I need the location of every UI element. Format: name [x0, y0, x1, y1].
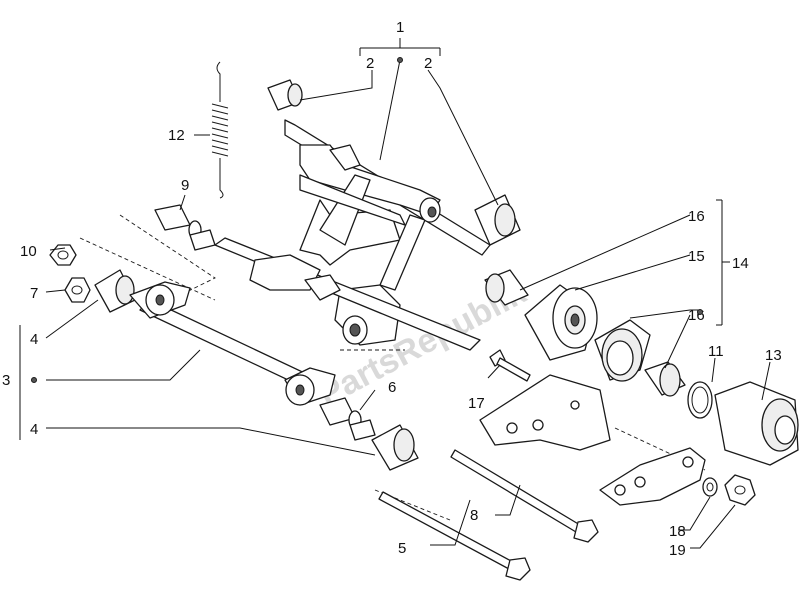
- callout-1: 1: [396, 19, 404, 36]
- assembly-dot-3: [31, 377, 37, 383]
- callout-19: 19: [669, 542, 686, 559]
- part-circlip: [687, 381, 713, 419]
- callout-16-upper: 16: [688, 208, 705, 225]
- part-washer-18: [702, 477, 718, 497]
- part-roller-cap: [714, 381, 799, 466]
- part-bushing-upper-right: [474, 194, 521, 246]
- callout-4-lower: 4: [30, 421, 38, 438]
- callout-6: 6: [388, 379, 396, 396]
- part-spring: [211, 61, 229, 199]
- part-long-bolt-8: [450, 449, 599, 543]
- part-nut-10: [49, 244, 77, 266]
- callout-2-left: 2: [366, 55, 374, 72]
- callout-2-right: 2: [424, 55, 432, 72]
- assembly-dot-1: [397, 57, 403, 63]
- part-nut-19: [724, 474, 756, 506]
- part-pin-lower: [319, 397, 376, 441]
- part-swinging-arm: [214, 119, 491, 351]
- callout-3: 3: [2, 372, 10, 389]
- callout-4-upper: 4: [30, 331, 38, 348]
- callout-15: 15: [688, 248, 705, 265]
- callout-17: 17: [468, 395, 485, 412]
- callout-14: 14: [732, 255, 749, 272]
- part-lower-plate: [599, 447, 706, 506]
- part-bolt-17: [489, 349, 531, 382]
- part-bushing-lower-left: [94, 269, 136, 313]
- assembly-dot-14: [697, 309, 703, 315]
- part-pin-upper: [154, 204, 216, 251]
- callout-18: 18: [669, 523, 686, 540]
- leader-lines: [19, 38, 771, 549]
- part-long-bolt-5: [378, 491, 531, 581]
- callout-16-lower: 16: [688, 307, 705, 324]
- callout-10: 10: [20, 243, 37, 260]
- callout-13: 13: [765, 347, 782, 364]
- callout-8: 8: [470, 507, 478, 524]
- callout-12: 12: [168, 127, 185, 144]
- callout-labels: 1 2 2 12 9 10 7 4 3 4 6 5 8 17 16 15 14 …: [2, 19, 782, 559]
- part-nut-7: [64, 277, 91, 303]
- callout-7: 7: [30, 285, 38, 302]
- part-bush-16-upper: [484, 269, 529, 306]
- part-bushing-lower-right: [371, 424, 419, 471]
- callout-9: 9: [181, 177, 189, 194]
- part-lower-shaft: [129, 281, 336, 406]
- callout-5: 5: [398, 540, 406, 557]
- callout-11: 11: [708, 343, 724, 360]
- part-bracket: [479, 319, 651, 451]
- part-bearing: [524, 284, 598, 361]
- part-bush-16-lower: [644, 361, 686, 397]
- part-bushing-upper-left: [267, 79, 303, 111]
